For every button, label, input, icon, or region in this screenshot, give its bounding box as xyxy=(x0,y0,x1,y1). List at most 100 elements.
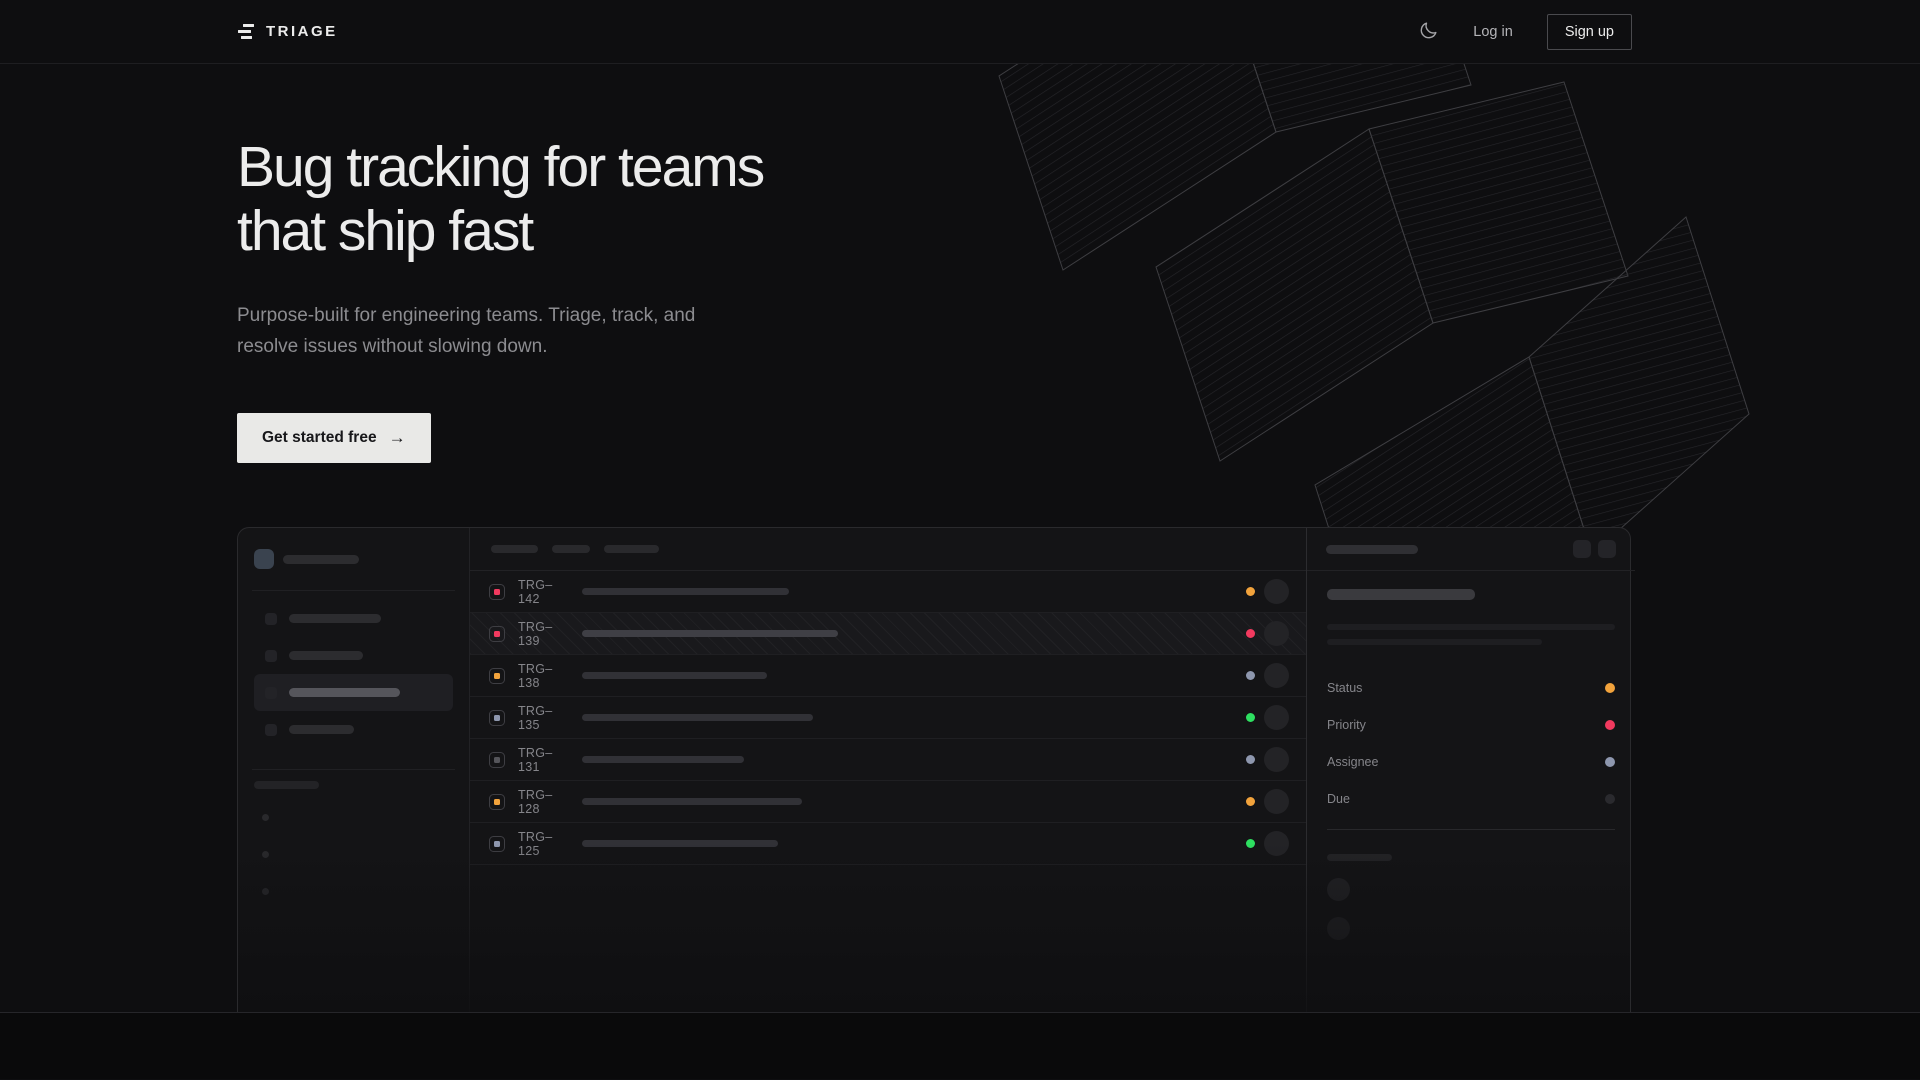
issue-id: TRG–135 xyxy=(518,704,573,732)
brand-name: TRIAGE xyxy=(266,23,338,40)
issue-id: TRG–131 xyxy=(518,746,573,774)
brand[interactable]: TRIAGE xyxy=(237,23,338,40)
priority-value-dot xyxy=(1605,720,1615,730)
status-value-dot xyxy=(1605,683,1615,693)
comment-avatar xyxy=(1327,878,1350,901)
top-nav: TRIAGE Log in Sign up xyxy=(0,0,1920,64)
sidebar-item-3-active[interactable] xyxy=(254,674,453,711)
field-assignee[interactable]: Assignee xyxy=(1327,743,1615,780)
issue-type-icon xyxy=(489,752,505,768)
sidebar-item-icon xyxy=(265,650,277,662)
login-link[interactable]: Log in xyxy=(1473,24,1513,40)
arrow-right-icon: → xyxy=(389,428,406,448)
issue-type-icon xyxy=(489,794,505,810)
page-title: Bug tracking for teamsthat ship fast xyxy=(237,135,1920,264)
assignee-avatar xyxy=(1264,579,1289,604)
status-dot xyxy=(1246,755,1255,764)
issue-row-selected[interactable]: TRG–139 xyxy=(470,613,1306,655)
filter-tab[interactable] xyxy=(552,545,590,553)
issue-title-skeleton xyxy=(582,756,744,763)
detail-panel-header xyxy=(1307,528,1635,571)
issue-type-icon xyxy=(489,836,505,852)
hero-section: Bug tracking for teamsthat ship fast Pur… xyxy=(0,64,1920,1013)
divider xyxy=(252,769,455,770)
issue-id: TRG–138 xyxy=(518,662,573,690)
assignee-value-dot xyxy=(1605,757,1615,767)
issue-title-skeleton xyxy=(582,798,802,805)
status-dot xyxy=(1246,671,1255,680)
sidebar-section-skeleton xyxy=(254,781,319,789)
description-line-skeleton xyxy=(1327,639,1542,645)
sidebar-item-icon xyxy=(265,687,277,699)
status-dot xyxy=(1246,629,1255,638)
assignee-avatar xyxy=(1264,663,1289,688)
issue-row[interactable]: TRG–128 xyxy=(470,781,1306,823)
status-dot xyxy=(1246,797,1255,806)
panel-action-button[interactable] xyxy=(1573,540,1591,558)
hero-subtitle: Purpose-built for engineering teams. Tri… xyxy=(237,301,737,363)
assignee-avatar xyxy=(1264,789,1289,814)
footer-band xyxy=(0,1013,1920,1079)
issue-id: TRG–139 xyxy=(518,620,573,648)
activity-section-skeleton xyxy=(1327,854,1392,861)
field-label: Status xyxy=(1327,681,1362,695)
issue-detail-panel: Status Priority Assignee Due xyxy=(1307,528,1635,1013)
sidebar-item-icon xyxy=(265,613,277,625)
sidebar-bullet xyxy=(262,888,269,895)
issue-row[interactable]: TRG–125 xyxy=(470,823,1306,865)
moon-icon xyxy=(1418,20,1439,44)
assignee-avatar xyxy=(1264,747,1289,772)
issue-row[interactable]: TRG–131 xyxy=(470,739,1306,781)
workspace-name-skeleton xyxy=(283,555,359,564)
field-label: Due xyxy=(1327,792,1350,806)
sidebar-item-label-skeleton xyxy=(289,725,354,734)
status-dot xyxy=(1246,713,1255,722)
field-status[interactable]: Status xyxy=(1327,669,1615,706)
sidebar-bullet xyxy=(262,851,269,858)
status-dot xyxy=(1246,587,1255,596)
sidebar-item-4[interactable] xyxy=(254,711,453,748)
detail-title-skeleton xyxy=(1326,545,1418,554)
issue-type-icon xyxy=(489,668,505,684)
sidebar-item-2[interactable] xyxy=(254,637,453,674)
field-label: Assignee xyxy=(1327,755,1378,769)
divider xyxy=(252,590,455,591)
issue-list: TRG–142 TRG–139 TRG–138 xyxy=(470,528,1307,1013)
theme-toggle-button[interactable] xyxy=(1418,20,1439,44)
issue-row[interactable]: TRG–135 xyxy=(470,697,1306,739)
assignee-avatar xyxy=(1264,705,1289,730)
mockup-sidebar xyxy=(238,528,470,1013)
issue-title-skeleton xyxy=(582,630,838,637)
app-mockup-window: TRG–142 TRG–139 TRG–138 xyxy=(237,527,1631,1013)
comment-avatar xyxy=(1327,917,1350,940)
issue-title-skeleton xyxy=(582,840,778,847)
issue-title-skeleton xyxy=(582,588,789,595)
issue-title-skeleton xyxy=(582,672,767,679)
triage-logo-icon xyxy=(237,24,255,39)
issue-title-skeleton xyxy=(582,714,813,721)
get-started-button[interactable]: Get started free → xyxy=(237,413,431,463)
issue-title-skeleton xyxy=(1327,589,1475,600)
sidebar-item-1[interactable] xyxy=(254,600,453,637)
issue-row[interactable]: TRG–142 xyxy=(470,571,1306,613)
issue-id: TRG–128 xyxy=(518,788,573,816)
filter-tab[interactable] xyxy=(604,545,659,553)
description-line-skeleton xyxy=(1327,624,1615,630)
issue-row[interactable]: TRG–138 xyxy=(470,655,1306,697)
issue-type-icon xyxy=(489,584,505,600)
due-value-dot xyxy=(1605,794,1615,804)
filter-tab[interactable] xyxy=(491,545,538,553)
issue-type-icon xyxy=(489,710,505,726)
issue-id: TRG–142 xyxy=(518,578,573,606)
panel-action-button[interactable] xyxy=(1598,540,1616,558)
sidebar-item-icon xyxy=(265,724,277,736)
sidebar-item-label-skeleton xyxy=(289,651,363,660)
signup-button[interactable]: Sign up xyxy=(1547,14,1632,50)
issue-id: TRG–125 xyxy=(518,830,573,858)
workspace-avatar xyxy=(254,549,274,569)
assignee-avatar xyxy=(1264,831,1289,856)
field-priority[interactable]: Priority xyxy=(1327,706,1615,743)
sidebar-workspace[interactable] xyxy=(254,549,453,569)
field-due[interactable]: Due xyxy=(1327,780,1615,817)
field-label: Priority xyxy=(1327,718,1366,732)
